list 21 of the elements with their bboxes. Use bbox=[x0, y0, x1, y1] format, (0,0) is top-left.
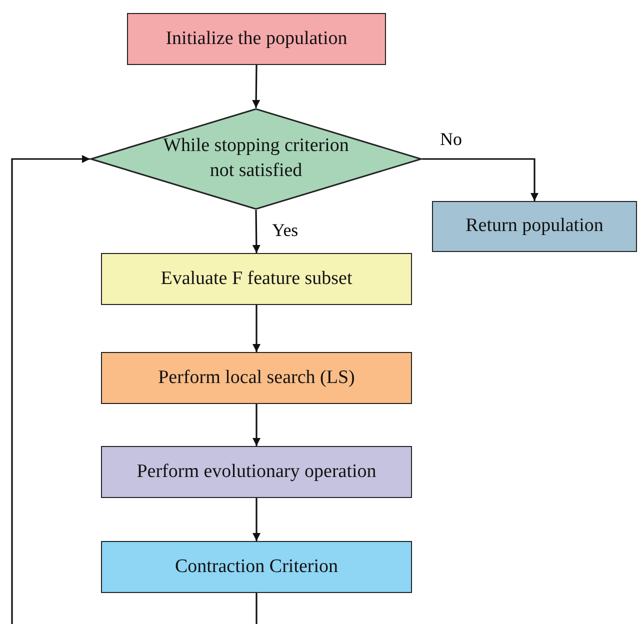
arrow bbox=[252, 498, 260, 541]
step-text: Perform evolutionary operation bbox=[136, 460, 376, 484]
process-box bbox=[101, 253, 412, 305]
step-text: Evaluate F feature subset bbox=[160, 266, 352, 291]
process-box bbox=[101, 352, 412, 404]
arrow bbox=[11, 155, 258, 624]
decision-diamond bbox=[90, 108, 422, 210]
process-box bbox=[101, 446, 412, 498]
arrow bbox=[252, 404, 260, 446]
step-text: Return population bbox=[466, 214, 604, 238]
step-text: While stopping criterion not satisfied bbox=[162, 134, 350, 183]
step-text: Initialize the population bbox=[166, 26, 348, 51]
process-box bbox=[101, 541, 412, 593]
arrow bbox=[422, 158, 538, 201]
step-text: Contraction Criterion bbox=[174, 554, 338, 579]
step-text: Perform local search (LS) bbox=[158, 366, 355, 390]
process-box bbox=[127, 13, 386, 65]
process-box bbox=[432, 201, 637, 252]
arrow bbox=[252, 305, 260, 352]
arrow bbox=[252, 65, 260, 108]
arrow bbox=[252, 210, 260, 253]
